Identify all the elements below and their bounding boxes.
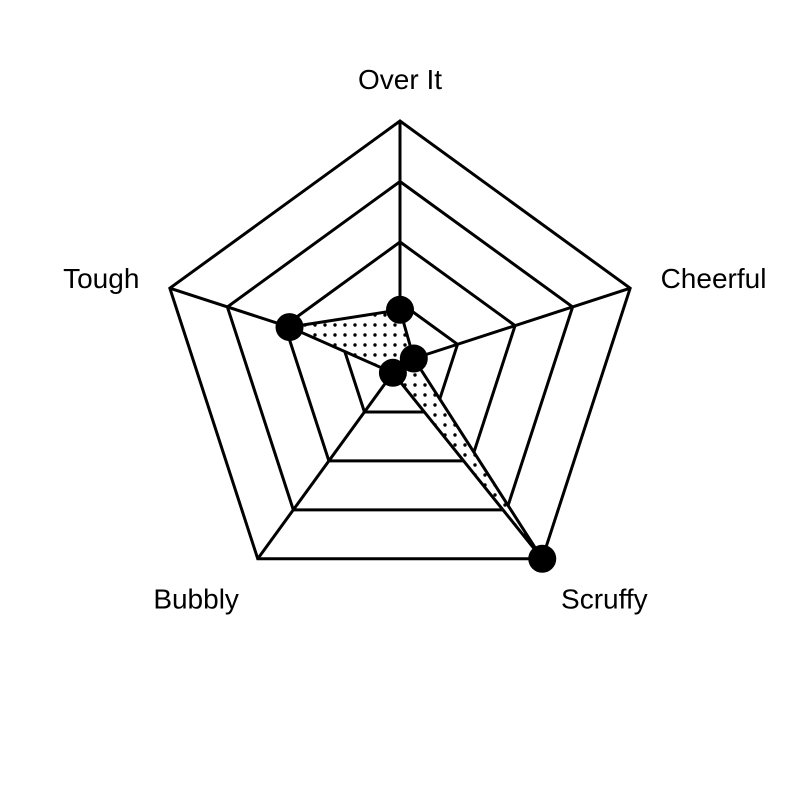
- grid-ring-4: [168, 119, 632, 561]
- series-layer: [275, 295, 557, 573]
- axis-label-over-it: Over It: [358, 64, 442, 95]
- data-point-tough: [275, 313, 304, 342]
- axis-spoke-1: [399, 286, 631, 365]
- grid-ring-2: [283, 240, 517, 463]
- data-point-cheerful: [399, 344, 428, 373]
- axis-label-tough: Tough: [63, 263, 139, 294]
- data-point-bubbly: [378, 358, 407, 387]
- axis-label-cheerful: Cheerful: [661, 263, 767, 294]
- grid-ring-3: [225, 179, 575, 512]
- axis-label-bubbly: Bubbly: [153, 583, 239, 614]
- axis-spoke-3: [256, 362, 402, 560]
- axis-label-scruffy: Scruffy: [561, 583, 648, 614]
- data-point-scruffy: [528, 544, 557, 573]
- data-point-over-it: [386, 295, 414, 324]
